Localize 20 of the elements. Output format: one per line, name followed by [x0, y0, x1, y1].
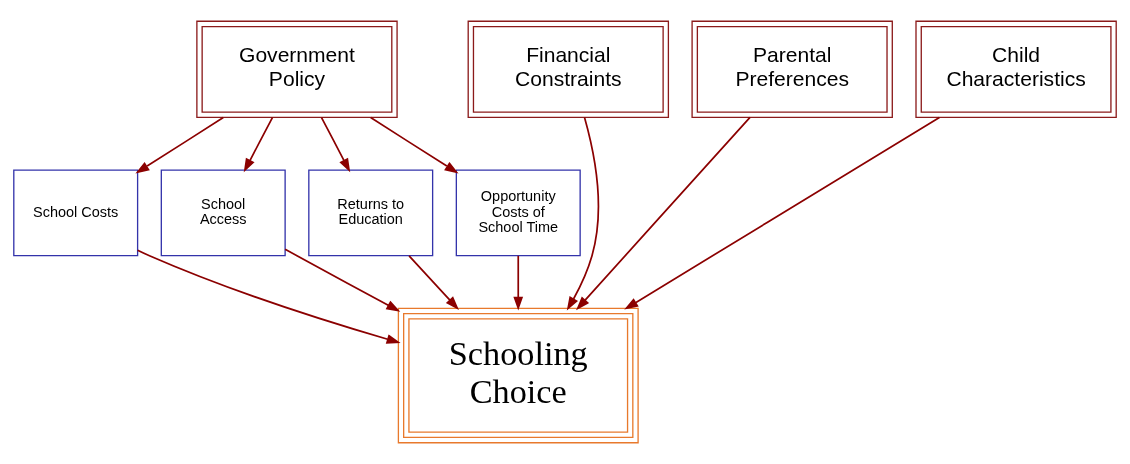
arrow [624, 116, 941, 310]
node-box: School Access [160, 169, 286, 257]
arrow [135, 116, 225, 174]
arrow [136, 249, 401, 344]
arrow [320, 116, 351, 173]
arrow [369, 116, 459, 174]
node-box: Government Policy [196, 20, 398, 119]
arrow [576, 116, 751, 311]
node-box: Schooling Choice [397, 307, 639, 444]
arrow [243, 116, 274, 173]
node-box: Opportunity Costs of School Time [455, 169, 581, 257]
arrow [566, 116, 600, 311]
node-box: Parental Preferences [691, 20, 893, 119]
arrow [284, 248, 401, 312]
node-box: Financial Constraints [467, 20, 670, 119]
node-box: Returns to Education [308, 169, 434, 257]
arrow [408, 255, 459, 310]
arrow [513, 255, 524, 311]
node-box: School Costs [13, 169, 139, 257]
node-box: Child Characteristics [915, 20, 1117, 119]
